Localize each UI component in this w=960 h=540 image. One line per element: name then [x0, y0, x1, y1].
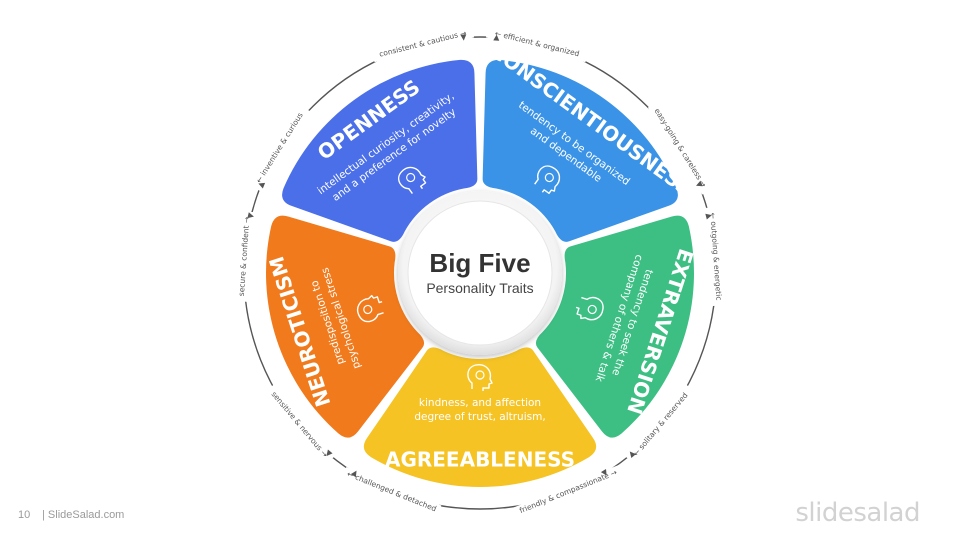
ring-arrow: [460, 34, 467, 41]
ring-label: secure & confident →: [235, 211, 254, 302]
svg-text:consistent & cautious →: consistent & cautious →: [378, 28, 467, 58]
segment-shape-conscientiousness: [482, 59, 678, 242]
ring-arrow: [705, 213, 712, 220]
ring-arrow: [696, 180, 703, 187]
segment-shape-openness: [282, 59, 478, 242]
ring-arrow: [326, 449, 333, 457]
center-hub: Big Five Personality Traits: [398, 191, 562, 355]
ring-label: ← outgoing & energetic: [706, 207, 725, 307]
center-title: Big Five: [429, 248, 530, 278]
segment-desc-agreeableness: kindness, and affection: [419, 397, 541, 409]
segment-desc-agreeableness: degree of trust, altruism,: [414, 411, 545, 423]
chat-head-icon: [575, 296, 604, 321]
segment-shape-agreeableness: [363, 347, 597, 487]
segment-shape-extraversion: [535, 215, 694, 438]
ring-arrow: [629, 451, 636, 459]
center-inner-circle: [407, 200, 553, 346]
center-subtitle: Personality Traits: [426, 280, 533, 296]
footer-site: | SlideSalad.com: [42, 509, 125, 521]
idea-head-icon: [398, 166, 427, 194]
segment-shape-neuroticism: [265, 215, 425, 438]
ring-arrow: [247, 212, 254, 219]
ring-arrow: [258, 182, 266, 189]
stress-head-icon: [356, 294, 384, 323]
page-number: 10: [18, 509, 31, 521]
gear-head-icon: [534, 165, 561, 195]
heart-head-icon: [467, 364, 493, 391]
segment-title-agreeableness: AGREEABLENESS: [385, 448, 575, 472]
ring-arrow: [600, 469, 607, 476]
ring-arrow: [493, 34, 500, 41]
brand-logo: slidesalad: [795, 498, 920, 528]
segment-agreeableness: AGREEABLENESS degree of trust, altruism, k…: [363, 347, 597, 487]
ring-arrow: [350, 470, 357, 478]
ring-label: consistent & cautious →: [371, 25, 475, 63]
